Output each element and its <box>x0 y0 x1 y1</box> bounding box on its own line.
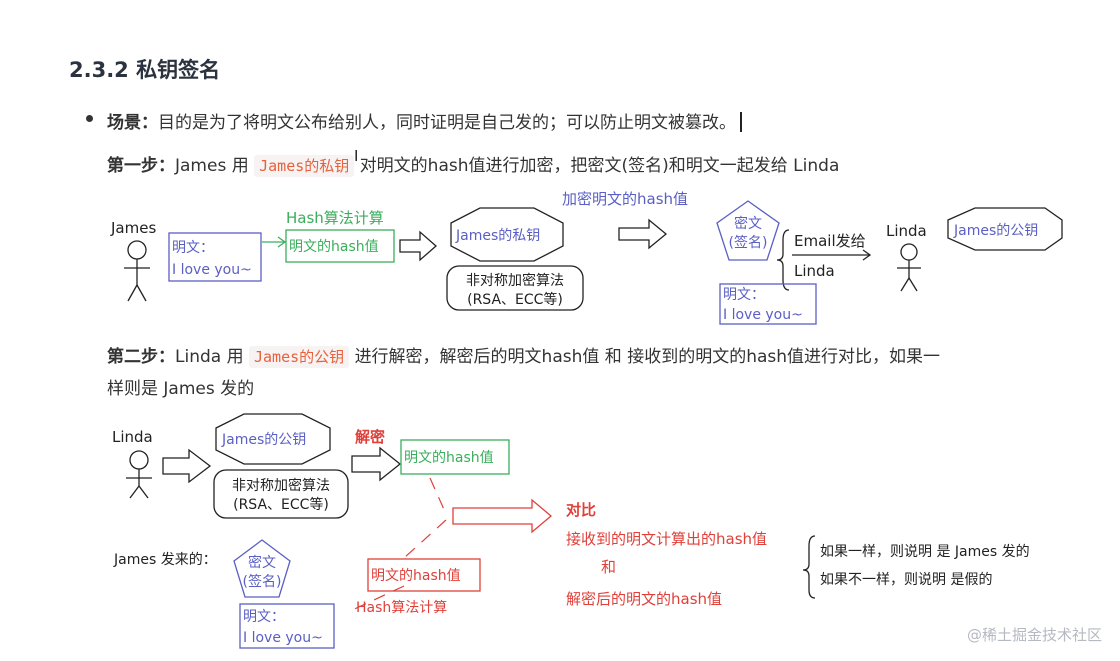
step2-line: 第二步：Linda 用 James的公钥 进行解密，解密后的明文hash值 和 … <box>107 342 941 368</box>
d2-compare-arrow-icon <box>452 498 553 534</box>
d1-pubkey-hex <box>947 207 1063 251</box>
watermark: @稀土掘金技术社区 <box>966 626 1102 644</box>
d1-plain2-l1: 明文： <box>723 287 765 303</box>
d2-hash-box <box>400 439 510 475</box>
d2-cipher-pentagon <box>233 539 291 598</box>
d2-arrow-2-icon <box>351 446 402 482</box>
d2-pubkey-hex <box>215 413 331 465</box>
d2-plain-l1: 明文： <box>243 609 285 625</box>
d2-res-l2: 如果不一样，则说明 是假的 <box>820 572 992 588</box>
d2-plain-box <box>239 603 335 649</box>
section-title: 私钥签名 <box>136 58 221 82</box>
d2-dashed-lines <box>347 477 447 613</box>
d1-cipher-l1: 密文 <box>734 215 762 232</box>
step1-code: James的私钥 <box>254 155 355 177</box>
d1-arrow-2-icon <box>618 218 668 250</box>
d1-email-arrow-icon <box>792 249 872 261</box>
d2-arrow-1-icon <box>162 448 212 484</box>
d1-algo-box <box>446 265 584 311</box>
d2-algo-l2: (RSA、ECC等) <box>233 496 329 513</box>
diagram-step2: Linda James的公钥 非对称加密算法 (RSA、ECC等) 解密 明文的… <box>112 413 1030 649</box>
d1-encrypt-label: 加密明文的hash值 <box>562 190 688 208</box>
d1-hash-box <box>285 229 395 263</box>
step1-post: 对明文的hash值进行加密，把密文(签名)和明文一起发给 Linda <box>359 156 840 176</box>
d2-cipher-l2: (签名) <box>243 573 282 590</box>
d1-privkey-text: James的私钥 <box>455 228 540 244</box>
d2-hash-calc: Hash算法计算 <box>356 600 447 616</box>
d1-email: Email发给 <box>794 232 866 250</box>
d1-email-to: Linda <box>794 262 835 280</box>
step2-label: 第二步： <box>107 347 175 367</box>
d1-green-arrow-icon <box>262 236 287 248</box>
step2-pre: Linda 用 <box>175 347 244 367</box>
step1-pre: James 用 <box>175 156 249 176</box>
d2-linda-figure-icon <box>126 450 152 499</box>
d2-cmp-l2: 解密后的明文的hash值 <box>566 590 722 608</box>
d1-algo-l1: 非对称加密算法 <box>466 272 564 289</box>
section-heading: 2.3.2 私钥签名 <box>69 54 220 84</box>
d2-pubkey-text: James的公钥 <box>221 432 306 448</box>
d2-cmp-and: 和 <box>601 558 616 576</box>
text-cursor <box>740 112 742 132</box>
d1-james-label: James <box>110 219 156 237</box>
step1-line: 第一步：James 用 James的私钥 对明文的hash值进行加密，把密文(签… <box>107 151 840 177</box>
d2-cmp-l1: 接收到的明文计算出的hash值 <box>566 530 767 548</box>
d1-arrow-1-icon <box>399 230 437 262</box>
d1-cipher-pentagon <box>716 200 780 261</box>
d2-compare: 对比 <box>566 501 596 519</box>
d1-linda-figure-icon <box>897 243 921 292</box>
scene-line: 场景：目的是为了将明文公布给别人，同时证明是自己发的；可以防止明文被篡改。 <box>107 108 742 133</box>
d2-res-l1: 如果一样，则说明 是 James 发的 <box>820 544 1030 560</box>
scene-label: 场景： <box>107 113 158 133</box>
d1-brace-icon <box>776 229 790 291</box>
d1-pubkey-text: James的公钥 <box>953 223 1038 239</box>
d1-cipher-l2: (签名) <box>729 234 768 251</box>
d1-plain2-l2: I love you~ <box>723 307 803 323</box>
d2-algo-l1: 非对称加密算法 <box>232 477 330 494</box>
d1-plain-l1: 明文： <box>172 240 214 256</box>
ibeam-cursor-icon: Ⅰ <box>354 147 359 165</box>
d2-hash-box2 <box>367 558 481 592</box>
d1-algo-l2: (RSA、ECC等) <box>467 291 563 308</box>
d2-linda-label: Linda <box>112 428 153 446</box>
d2-hash-box2-text: 明文的hash值 <box>371 568 461 584</box>
d1-plain2-box <box>719 283 817 325</box>
d1-plain-l2: I love you~ <box>172 262 252 278</box>
d1-plain-box <box>168 232 262 282</box>
d1-hash-box-text: 明文的hash值 <box>289 239 379 255</box>
d2-from-james: James 发来的： <box>113 552 217 568</box>
section-number: 2.3.2 <box>69 58 129 82</box>
step2-code: James的公钥 <box>249 346 350 368</box>
d2-hash-box-text: 明文的hash值 <box>404 450 494 466</box>
d2-plain-l2: I love you~ <box>243 630 323 646</box>
d1-james-figure-icon <box>124 240 150 302</box>
d1-privkey-hex <box>450 207 564 262</box>
d2-algo-box <box>213 469 349 519</box>
step2-cont: 样则是 James 发的 <box>107 379 255 399</box>
d2-cipher-l1: 密文 <box>248 554 276 571</box>
d1-linda-label: Linda <box>886 222 927 240</box>
step1-label: 第一步： <box>107 156 175 176</box>
step2-post: 进行解密，解密后的明文hash值 和 接收到的明文的hash值进行对比，如果一 <box>354 347 941 367</box>
diagram-step1: James 明文： I love you~ Hash算法计算 明文的hash值 … <box>110 190 1063 325</box>
bullet-dot <box>86 115 93 122</box>
d1-hash-calc: Hash算法计算 <box>286 209 384 227</box>
d2-decrypt: 解密 <box>355 428 385 446</box>
scene-text: 目的是为了将明文公布给别人，同时证明是自己发的；可以防止明文被篡改。 <box>158 113 736 133</box>
d2-brace-icon <box>802 535 816 599</box>
